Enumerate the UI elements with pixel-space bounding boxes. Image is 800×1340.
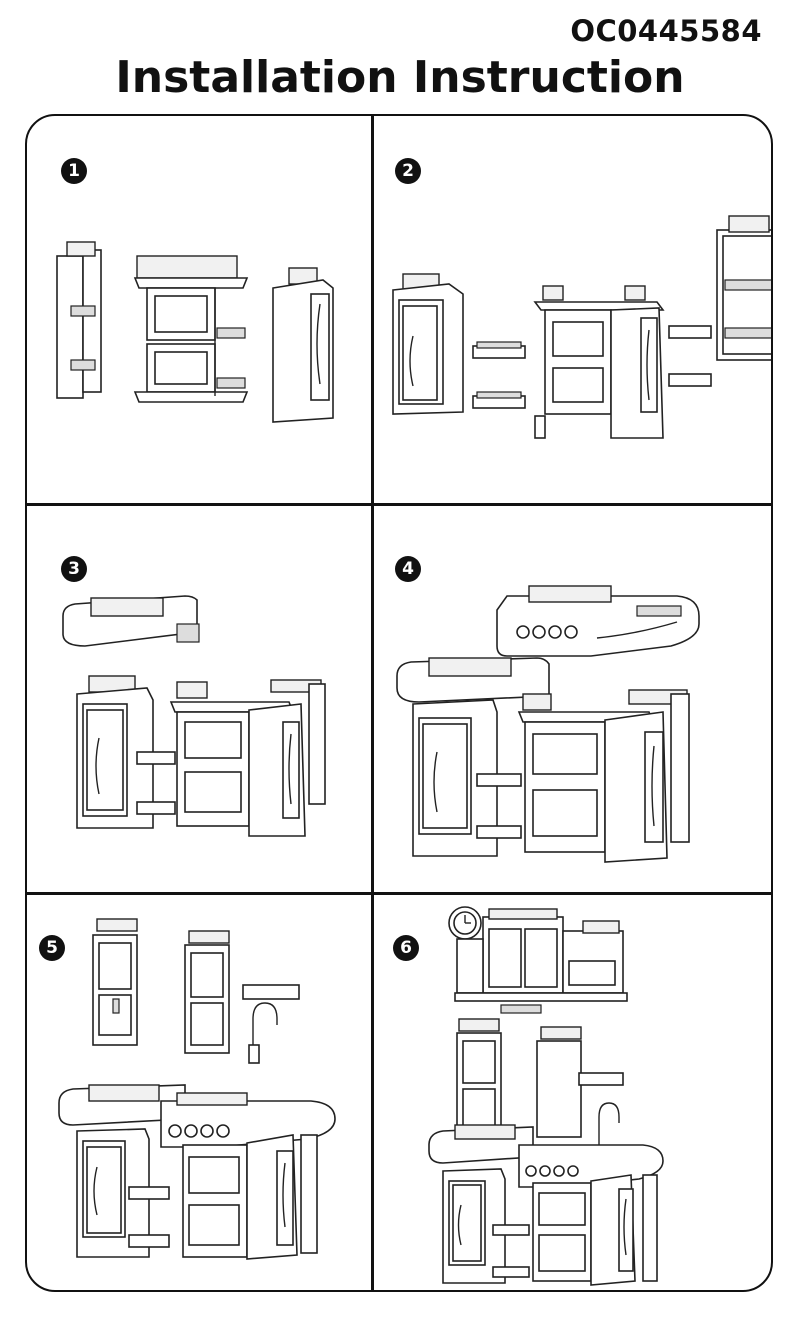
assembled-base-part — [76, 675, 326, 837]
step-number: 5 — [39, 935, 65, 961]
fridge-unit-part — [392, 273, 464, 415]
step-3-panel: 3 — [27, 506, 371, 892]
page-title: Installation Instruction — [115, 52, 685, 103]
complete-kitchen-part — [428, 1018, 664, 1286]
counter-top-part — [62, 595, 200, 647]
assembled-base-with-counter-part — [396, 657, 690, 863]
wall-cabinet-with-clock-part — [448, 906, 628, 1014]
stove-top-part — [496, 585, 700, 657]
assembled-kitchen-part — [58, 1084, 336, 1260]
tall-shelf-part — [184, 930, 230, 1054]
step-2-illustration — [392, 215, 771, 439]
instruction-grid: 1 — [25, 114, 773, 1292]
side-shelf-part-2 — [716, 215, 771, 361]
divider-horizontal-1 — [27, 503, 771, 506]
step-4-illustration — [396, 585, 700, 863]
step-number: 1 — [61, 158, 87, 184]
side-shelf-part — [56, 241, 102, 399]
connector-parts — [472, 325, 712, 409]
step-6-illustration — [428, 906, 664, 1286]
step-number: 2 — [395, 158, 421, 184]
step-5-panel: 5 — [27, 895, 371, 1290]
step-2-panel: 2 — [373, 116, 771, 503]
fridge-panel-part — [272, 267, 334, 423]
step-3-illustration — [62, 595, 326, 837]
small-shelf-and-faucet-part — [242, 984, 300, 1064]
divider-vertical — [371, 116, 374, 1290]
oven-frame-part — [133, 255, 249, 403]
step-1-panel: 1 — [27, 116, 371, 503]
model-code: OC0445584 — [570, 14, 762, 48]
step-6-panel: 6 — [373, 895, 771, 1290]
upper-shelf-part — [92, 918, 138, 1046]
step-5-illustration — [58, 918, 336, 1260]
oven-unit-part — [533, 285, 665, 439]
step-number: 6 — [393, 935, 419, 961]
step-4-panel: 4 — [373, 506, 771, 892]
step-number: 3 — [61, 556, 87, 582]
divider-horizontal-2 — [27, 892, 771, 895]
step-number: 4 — [395, 556, 421, 582]
step-1-illustration — [56, 241, 334, 423]
